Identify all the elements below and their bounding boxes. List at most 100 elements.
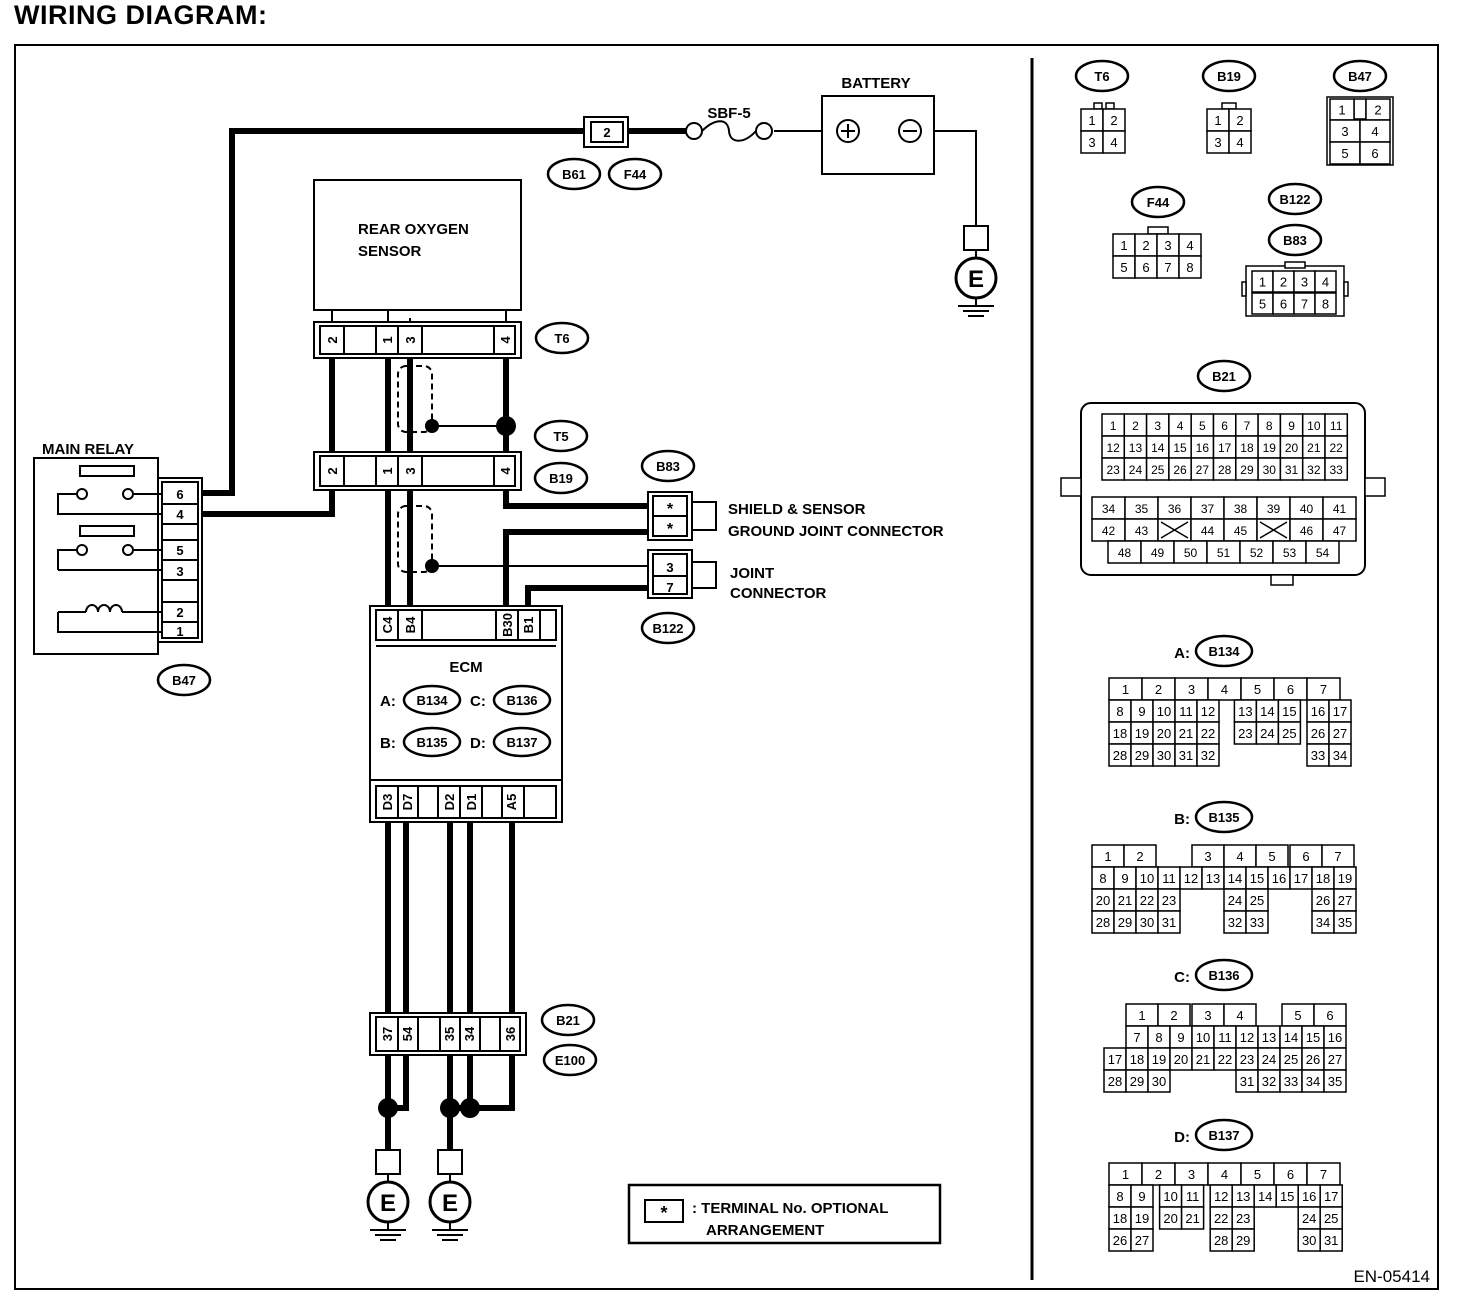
svg-text:MAIN RELAY: MAIN RELAY: [42, 441, 134, 458]
pin-number: 28: [1113, 748, 1127, 763]
pin-number: 25: [1284, 1052, 1298, 1067]
pin-number: 28: [1096, 915, 1110, 930]
pin-number: 26: [1173, 463, 1187, 477]
svg-text:*: *: [660, 1203, 667, 1223]
thin-wires: [409, 130, 977, 567]
svg-text:D1: D1: [464, 794, 479, 811]
pin-number: 11: [1186, 1189, 1200, 1204]
pin-number: 28: [1108, 1074, 1122, 1089]
svg-text:T5: T5: [553, 429, 568, 444]
pin-number: 3: [1204, 1008, 1211, 1023]
pinout-tag: B83: [1267, 223, 1323, 257]
pin-number: 16: [1196, 441, 1210, 455]
pin-number: 20: [1157, 726, 1171, 741]
pin-number: 18: [1130, 1052, 1144, 1067]
pin-number: 3: [1154, 419, 1161, 433]
pin-number: 19: [1338, 871, 1352, 886]
pin-number: 22: [1214, 1211, 1228, 1226]
pin-number: 13: [1262, 1030, 1276, 1045]
pin-number: 29: [1240, 463, 1254, 477]
pin-number: 31: [1324, 1233, 1338, 1248]
pinout-tag: B122: [1267, 182, 1323, 216]
pin-number: 18: [1113, 726, 1127, 741]
pin-number: 17: [1108, 1052, 1122, 1067]
pin-number: 30: [1157, 748, 1171, 763]
pin-number: 2: [1170, 1008, 1177, 1023]
pin-number: 27: [1196, 463, 1210, 477]
pin-number: 24: [1260, 726, 1274, 741]
pin-number: 32: [1307, 463, 1321, 477]
pin-number: 5: [1254, 1167, 1261, 1182]
pin-number: 4: [1236, 1008, 1243, 1023]
pinout-tag: B135: [1194, 800, 1254, 834]
pin-number: 18: [1240, 441, 1254, 455]
pin-number: 1: [1122, 1167, 1129, 1182]
pin-number: 40: [1300, 502, 1314, 516]
pin-number: 49: [1151, 546, 1165, 560]
pin-number: 4: [1110, 135, 1117, 150]
pin-number: 5: [1294, 1008, 1301, 1023]
pin-number: 2: [1142, 238, 1149, 253]
pin-number: 48: [1118, 546, 1132, 560]
pin-number: 13: [1236, 1189, 1250, 1204]
svg-text:: TERMINAL No. OPTIONAL: : TERMINAL No. OPTIONAL: [692, 1200, 888, 1217]
pin-number: 24: [1129, 463, 1143, 477]
connector-b83: * * SHIELD & SENSOR GROUND JOINT CONNECT…: [647, 491, 944, 541]
pin-number: 37: [1201, 502, 1215, 516]
pin-number: 23: [1238, 726, 1252, 741]
svg-text:5: 5: [176, 543, 183, 558]
legend: * : TERMINAL No. OPTIONAL ARRANGEMENT: [627, 1183, 942, 1245]
pin-number: 2: [1280, 275, 1287, 290]
pin-number: 4: [1221, 1167, 1228, 1182]
pin-number: 35: [1338, 915, 1352, 930]
pinout-tag: B137: [1194, 1118, 1254, 1152]
pin-number: 1: [1259, 275, 1266, 290]
pin-number: 39: [1267, 502, 1281, 516]
pin-number: 27: [1333, 726, 1347, 741]
pin-number: 34: [1316, 915, 1330, 930]
pin-number: 15: [1282, 704, 1296, 719]
pin-number: 16: [1272, 871, 1286, 886]
pin-number: 14: [1258, 1189, 1272, 1204]
pin-number: 27: [1135, 1233, 1149, 1248]
pin-number: 12: [1240, 1030, 1254, 1045]
svg-text:SHIELD & SENSOR: SHIELD & SENSOR: [728, 501, 866, 518]
pin-number: 31: [1162, 915, 1176, 930]
pin-number: 3: [1188, 682, 1195, 697]
svg-text:B30: B30: [500, 613, 515, 637]
svg-text:B122: B122: [652, 621, 683, 636]
pin-number: 2: [1132, 419, 1139, 433]
pin-number: 5: [1259, 297, 1266, 312]
pin-number: 8: [1266, 419, 1273, 433]
pin-number: 11: [1179, 704, 1193, 719]
pin-number: 7: [1164, 260, 1171, 275]
pin-number: 11: [1218, 1030, 1232, 1045]
pin-number: 36: [1168, 502, 1182, 516]
svg-text:D2: D2: [442, 794, 457, 811]
svg-text:B47: B47: [172, 673, 196, 688]
pin-number: 20: [1096, 893, 1110, 908]
svg-text:A:: A:: [380, 693, 396, 710]
svg-text:B135: B135: [416, 735, 447, 750]
shield-wires: [397, 365, 433, 573]
pin-number: 29: [1130, 1074, 1144, 1089]
pin-number: 8: [1155, 1030, 1162, 1045]
pin-number: 22: [1329, 441, 1343, 455]
pin-number: 23: [1240, 1052, 1254, 1067]
pin-number: 9: [1288, 419, 1295, 433]
pin-number: 25: [1282, 726, 1296, 741]
pin-number: 41: [1333, 502, 1347, 516]
pin-number: 42: [1102, 524, 1116, 538]
pin-number: 5: [1199, 419, 1206, 433]
pinout-tag: B21: [1196, 359, 1252, 393]
pin-number: 21: [1179, 726, 1193, 741]
pin-number: 51: [1217, 546, 1231, 560]
pin-number: 20: [1285, 441, 1299, 455]
connector-tags: [156, 157, 696, 1077]
pin-number: 47: [1333, 524, 1347, 538]
